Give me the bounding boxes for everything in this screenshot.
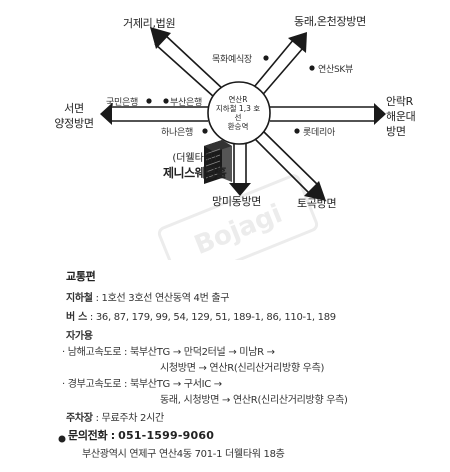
road-ne-a bbox=[249, 38, 295, 93]
rotary-label: 연산R 지하철 1,3 호선 환승역 bbox=[215, 95, 261, 131]
landmark-mokhwa: 목화예식장 bbox=[212, 55, 252, 65]
arrow-west-icon bbox=[100, 103, 112, 125]
route-namhae: · 남해고속도로 : 북부산TG → 만덕2터널 → 미남R → bbox=[62, 347, 275, 358]
route-gyeongbu: · 경부고속도로 : 북부산TG → 구서IC → bbox=[62, 379, 222, 390]
road-diagram: Bojagi bbox=[56, 27, 386, 284]
road-se-b bbox=[253, 137, 311, 195]
car-label: 자가용 bbox=[66, 331, 93, 342]
road-nw-b bbox=[154, 43, 215, 98]
label-direction-north: 거제리,법원 bbox=[123, 17, 176, 30]
route-namhae-line2: 시청방면 → 연산R(신리산거리방향 우측) bbox=[160, 363, 325, 374]
dot-kookmin bbox=[146, 98, 152, 104]
road-nw-a bbox=[163, 33, 225, 91]
landmark-busanbank: 부산은행 bbox=[170, 98, 202, 108]
dot-skview bbox=[309, 65, 315, 71]
dot-hana bbox=[202, 128, 208, 134]
contact-phone[interactable]: 051-1599-9060 bbox=[118, 429, 215, 442]
rotary-circle bbox=[207, 81, 271, 145]
label-direction-west: 서면 양정방면 bbox=[54, 102, 94, 130]
transport-heading: 교통편 bbox=[66, 270, 96, 283]
contact-address: 부산광역시 연제구 연산4동 701-1 더웰타워 18층 bbox=[82, 449, 285, 460]
road-ne-b bbox=[258, 47, 304, 100]
landmark-kookmin: 국민은행 bbox=[106, 98, 138, 108]
route-gyeongbu-line2: 동래, 시청방면 → 연산R(신리산거리방향 우측) bbox=[160, 395, 348, 406]
arrow-nw-icon bbox=[150, 27, 171, 49]
label-direction-east: 안락R 해운대 방면 bbox=[386, 95, 416, 138]
bullet-contact-icon bbox=[58, 429, 68, 443]
landmark-lotteria: 롯데리아 bbox=[303, 128, 335, 138]
dot-lotteria bbox=[294, 128, 300, 134]
contact-row: 문의전화 : 051-1599-9060 bbox=[68, 427, 214, 443]
dot-mokhwa bbox=[263, 55, 269, 61]
landmark-skview: 연산SK뷰 bbox=[318, 65, 353, 75]
arrow-ne-icon bbox=[288, 32, 307, 53]
building-label: (더웰타워) 제니스웨딩홀 bbox=[163, 153, 227, 180]
parking-row: 주차장 : 무료주차 2시간 bbox=[66, 413, 164, 424]
label-direction-northeast: 동래,온천장방면 bbox=[294, 15, 366, 28]
label-direction-southeast: 토곡방면 bbox=[297, 197, 337, 210]
arrow-se-icon bbox=[304, 181, 326, 201]
building-icon bbox=[204, 140, 232, 184]
contact-heading: 문의전화 : bbox=[68, 429, 115, 442]
bus-row: 버 스 : 36, 87, 179, 99, 54, 129, 51, 189-… bbox=[66, 312, 336, 323]
arrow-s-icon bbox=[229, 183, 251, 196]
subway-row: 지하철 : 1호선 3호선 연산동역 4번 출구 bbox=[66, 293, 230, 304]
location-map: Bojagi bbox=[54, 15, 416, 284]
road-se-a bbox=[261, 129, 320, 187]
dot-busanbank bbox=[163, 98, 169, 104]
arrow-east-icon bbox=[374, 103, 386, 125]
landmark-hana: 하나은행 bbox=[161, 128, 193, 138]
label-direction-south: 망미동방면 bbox=[212, 195, 262, 208]
